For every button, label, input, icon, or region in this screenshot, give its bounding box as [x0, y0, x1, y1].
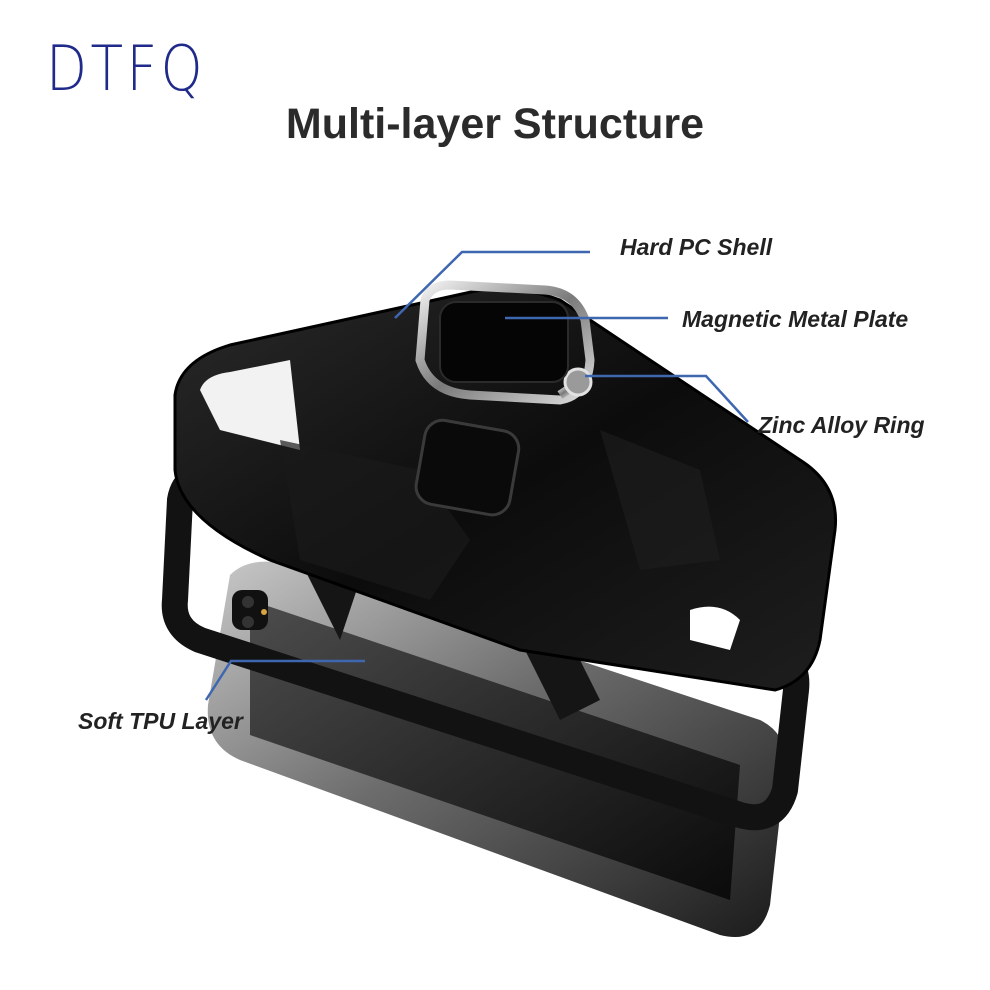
callout-soft-tpu-layer: Soft TPU Layer: [78, 708, 243, 734]
callout-hard-pc-shell: Hard PC Shell: [620, 234, 773, 260]
callout-leader-lines: [204, 250, 749, 701]
leader-line-zinc-alloy-ring: [585, 374, 749, 423]
leader-line-soft-tpu-layer: [204, 659, 365, 701]
callout-magnetic-metal-plate: Magnetic Metal Plate: [682, 306, 909, 332]
hard-pc-shell-illustration: [173, 287, 838, 692]
leader-line-hard-pc-shell: [394, 250, 590, 319]
callout-zinc-alloy-ring: Zinc Alloy Ring: [758, 412, 925, 438]
brand-logo: DTFQ: [46, 32, 207, 105]
zinc-alloy-ring-illustration: [415, 280, 595, 405]
page-title: Multi-layer Structure: [285, 100, 705, 148]
magnetic-metal-plate-illustration: [439, 301, 569, 383]
